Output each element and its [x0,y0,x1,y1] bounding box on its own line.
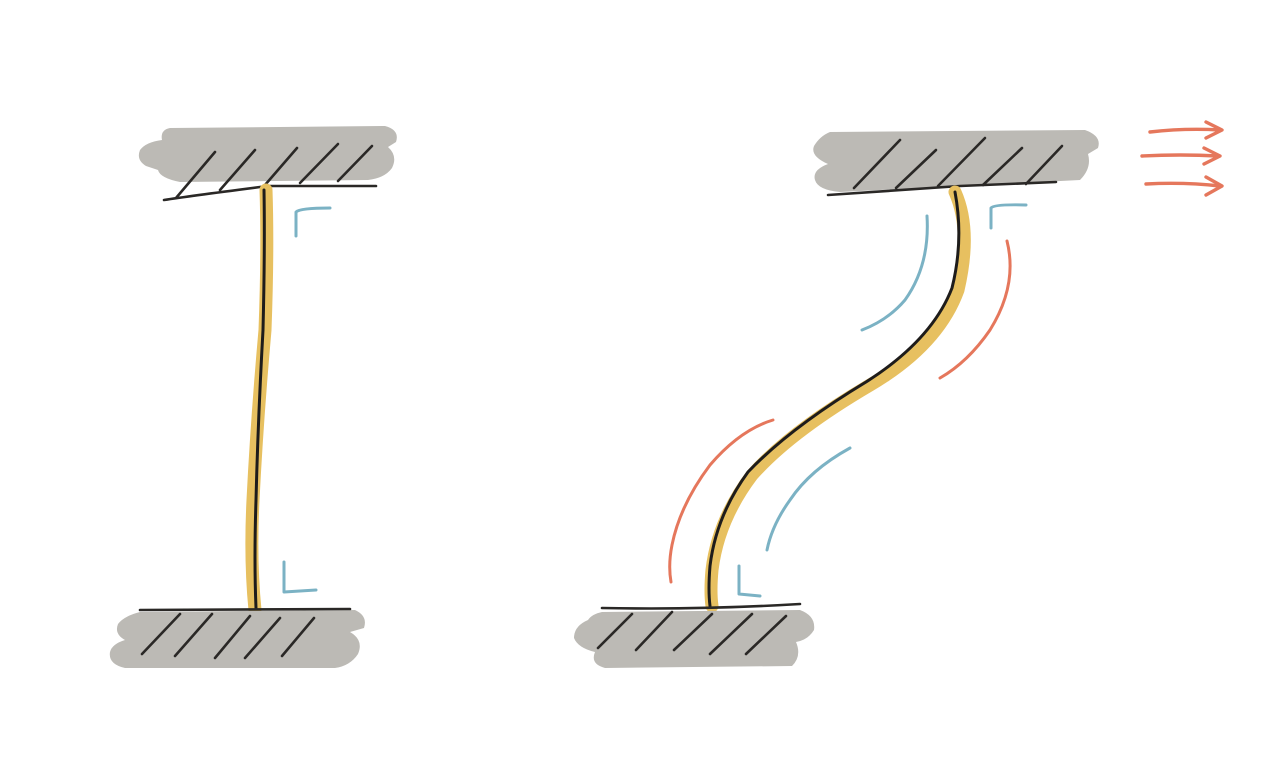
top-fixed-support-right [813,130,1099,197]
column-line [253,188,266,610]
undeformed-frame [109,126,397,668]
right-angle-marker-bottom [737,564,762,598]
support-edge [138,607,352,612]
column-highlight [704,185,971,613]
support-edge [600,602,802,610]
curvature-indicator-blue-upper [860,214,929,332]
load-arrow [1144,175,1224,197]
curvature-indicator-red-lower [668,418,775,584]
bottom-fixed-support-left [109,607,365,668]
support-block [574,610,815,668]
hatch-lines [174,142,374,200]
load-arrow [1140,146,1222,166]
top-fixed-support-left [138,126,397,202]
curvature-indicator-blue-lower [765,446,852,552]
right-angle-marker-top [989,203,1028,230]
right-angle-marker-top [294,206,332,238]
support-block [813,130,1099,192]
bottom-fixed-support-right [574,602,815,668]
hatch-lines [140,612,316,660]
right-angle-marker-bottom [282,560,318,594]
hatch-lines [852,136,1064,190]
hatch-lines [596,610,788,656]
curvature-indicator-red-upper [938,239,1012,380]
deformed-frame [574,120,1224,668]
support-block [138,126,397,182]
column-line [707,190,961,608]
load-arrow [1148,120,1224,140]
column-undeformed [245,183,274,617]
column-deformed [704,185,971,613]
load-arrows [1140,120,1224,197]
support-block [109,610,365,668]
